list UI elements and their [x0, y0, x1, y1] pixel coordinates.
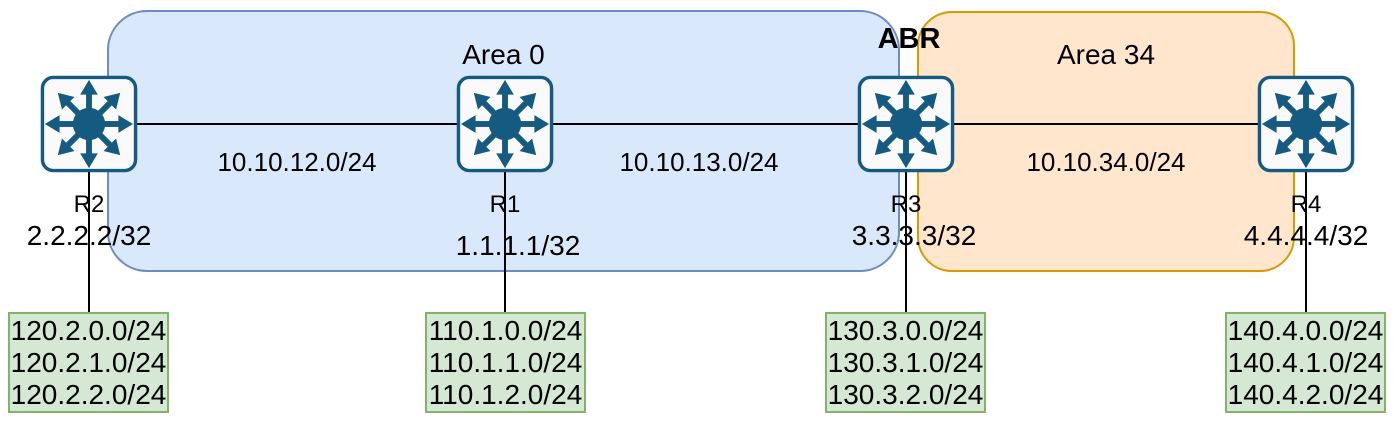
router-r3-name: R3	[890, 191, 922, 218]
link-label-r1-r3: 10.10.13.0/24	[619, 147, 779, 177]
r3-subnet-box: 130.3.0.0/24 130.3.1.0/24 130.3.2.0/24	[825, 312, 986, 413]
link-label-r3-r4: 10.10.34.0/24	[1026, 147, 1186, 177]
router-r4-icon	[1257, 75, 1355, 173]
area-0-label: Area 0	[462, 39, 545, 70]
subnet-entry: 120.2.2.0/24	[10, 378, 167, 410]
router-r4-loopback: 4.4.4.4/32	[1243, 220, 1369, 251]
subnet-entry: 120.2.0.0/24	[10, 314, 167, 346]
r4-subnet-link-line	[1305, 172, 1307, 312]
r1-subnet-box: 110.1.0.0/24 110.1.1.0/24 110.1.2.0/24	[425, 312, 586, 413]
router-link-line	[89, 123, 1306, 125]
subnet-entry: 140.4.0.0/24	[1227, 314, 1384, 346]
r2-subnet-box: 120.2.0.0/24 120.2.1.0/24 120.2.2.0/24	[8, 312, 169, 413]
r3-subnet-link-line	[905, 172, 907, 312]
router-r3-loopback: 3.3.3.3/32	[851, 220, 977, 251]
r4-subnet-box: 140.4.0.0/24 140.4.1.0/24 140.4.2.0/24	[1225, 312, 1386, 413]
subnet-entry: 140.4.2.0/24	[1227, 378, 1384, 410]
subnet-entry: 130.3.0.0/24	[827, 314, 984, 346]
abr-label: ABR	[877, 23, 941, 55]
subnet-entry: 110.1.2.0/24	[428, 378, 583, 410]
area-34-label: Area 34	[1056, 39, 1156, 70]
r1-subnet-link-line	[504, 172, 506, 312]
r2-subnet-link-line	[88, 172, 90, 312]
router-r4-name: R4	[1290, 191, 1322, 218]
link-label-r2-r1: 10.10.12.0/24	[217, 147, 377, 177]
router-r1-icon	[456, 75, 554, 173]
subnet-entry: 110.1.0.0/24	[428, 314, 583, 346]
subnet-entry: 120.2.1.0/24	[10, 346, 167, 378]
subnet-entry: 130.3.2.0/24	[827, 378, 984, 410]
area-34-region	[917, 11, 1295, 272]
subnet-entry: 130.3.1.0/24	[827, 346, 984, 378]
subnet-entry: 110.1.1.0/24	[428, 346, 583, 378]
router-r1-loopback: 1.1.1.1/32	[455, 230, 581, 261]
router-r2-loopback: 2.2.2.2/32	[26, 220, 152, 251]
router-r2-icon	[40, 75, 138, 173]
router-r1-name: R1	[489, 191, 521, 218]
subnet-entry: 140.4.1.0/24	[1227, 346, 1384, 378]
router-r2-name: R2	[73, 191, 105, 218]
router-r3-icon	[857, 75, 955, 173]
